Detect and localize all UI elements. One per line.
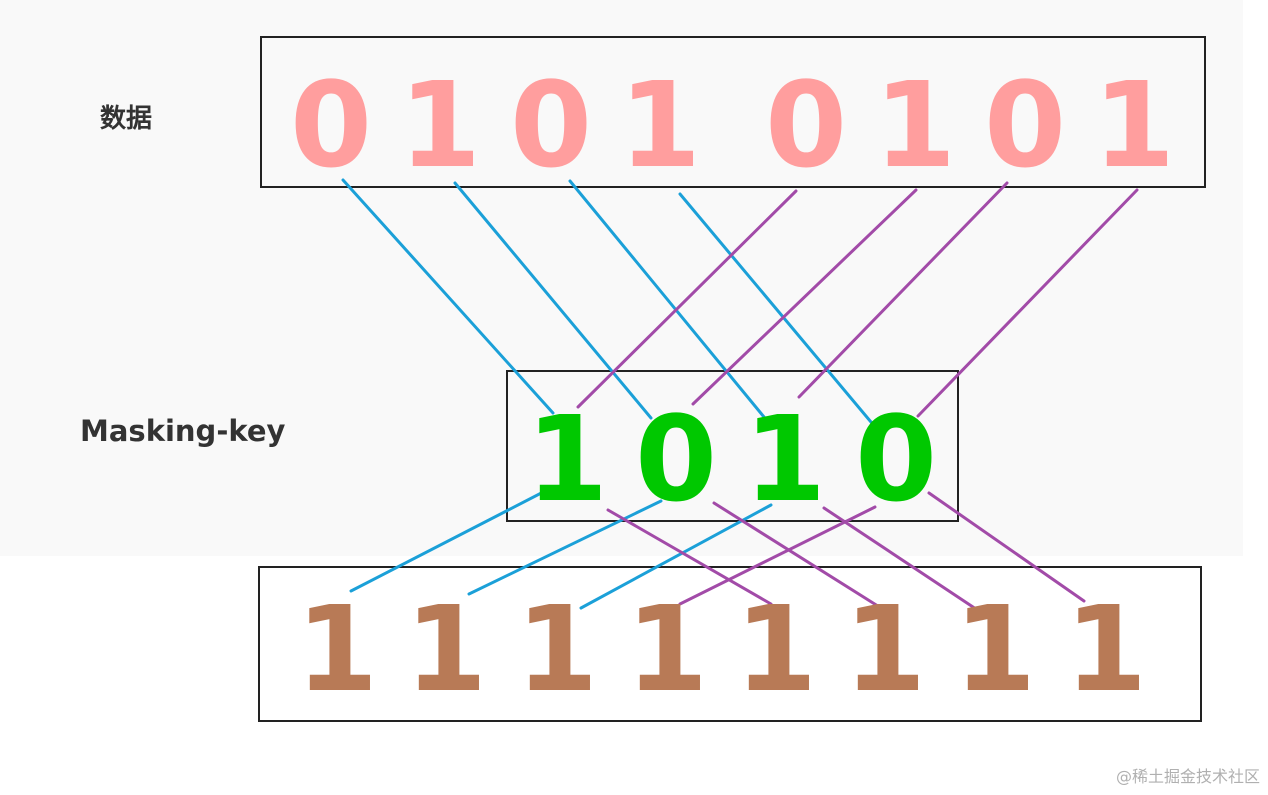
data-bit-5: 1 — [873, 56, 957, 194]
line-mask1-result5 — [712, 501, 883, 610]
result-bit-7: 1 — [1064, 580, 1148, 718]
line-data5-mask1 — [691, 188, 918, 406]
data-box — [260, 36, 1206, 188]
line-mask3-result3 — [678, 505, 877, 606]
result-bit-4: 1 — [734, 580, 818, 718]
mask-bit-2: 1 — [743, 390, 827, 528]
data-bit-6: 0 — [983, 56, 1067, 194]
masking-key-box — [506, 370, 959, 522]
result-box — [258, 566, 1202, 722]
line-data3-mask3 — [678, 192, 878, 430]
line-data7-mask3 — [916, 188, 1139, 418]
line-data2-mask2 — [568, 179, 766, 419]
line-mask3-result7 — [927, 491, 1086, 603]
mask-bit-0: 1 — [525, 390, 609, 528]
line-data0-mask0 — [341, 178, 555, 415]
line-mask0-result4 — [606, 508, 773, 606]
watermark: @稀土掘金技术社区 — [1115, 767, 1260, 786]
result-bit-0: 1 — [295, 580, 379, 718]
mask-bit-1: 0 — [634, 390, 718, 528]
line-data4-mask0 — [576, 189, 798, 409]
line-mask2-result2 — [579, 503, 773, 610]
line-data6-mask2 — [797, 181, 1009, 399]
result-bit-3: 1 — [625, 580, 709, 718]
upper-background-panel — [0, 0, 1243, 556]
line-mask0-result0 — [349, 486, 553, 593]
data-bit-4: 0 — [764, 56, 848, 194]
result-bit-1: 1 — [404, 580, 488, 718]
data-label: 数据 — [100, 104, 153, 134]
masking-key-label: Masking-key — [80, 414, 286, 448]
line-mask2-result6 — [822, 506, 981, 613]
line-mask1-result1 — [467, 499, 663, 596]
line-data1-mask1 — [453, 181, 653, 420]
data-bit-7: 1 — [1092, 56, 1176, 194]
data-bit-0: 0 — [289, 56, 373, 194]
data-bit-2: 0 — [509, 56, 593, 194]
mask-bit-3: 0 — [854, 390, 938, 528]
result-bit-5: 1 — [843, 580, 927, 718]
result-bit-2: 1 — [515, 580, 599, 718]
data-bit-3: 1 — [618, 56, 702, 194]
result-bit-6: 1 — [953, 580, 1037, 718]
data-bit-1: 1 — [398, 56, 482, 194]
